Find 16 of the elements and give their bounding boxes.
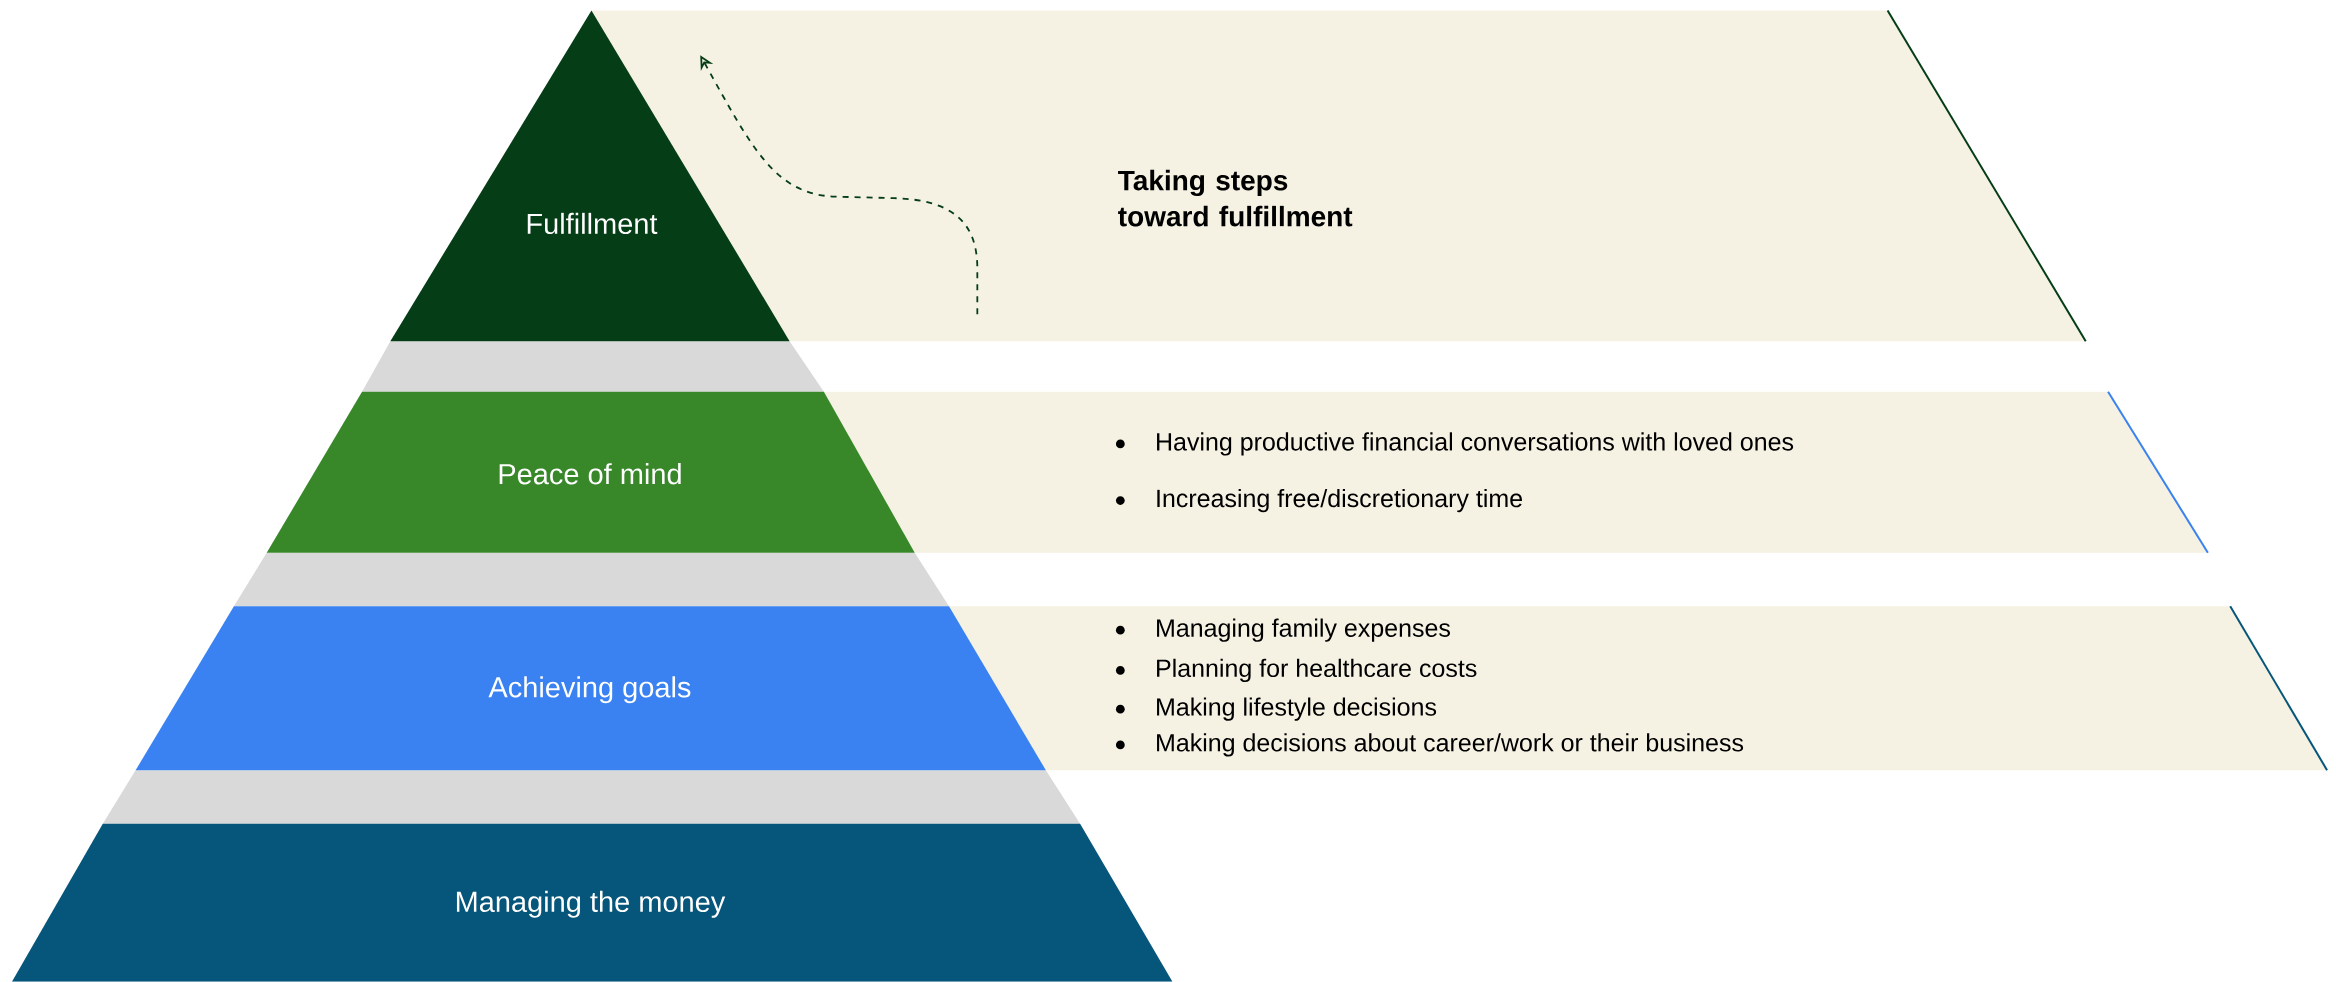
bullet-item: Making decisions about career/work or their business bbox=[1157, 733, 1744, 757]
pyramid-layer: Fulfillment bbox=[390, 10, 790, 342]
connector-band bbox=[102, 770, 1081, 824]
bullet-item: Increasing free/discretionary time bbox=[1157, 489, 1522, 513]
bullet-item: Managing family expenses bbox=[1157, 618, 1450, 642]
pyramid-layer: Managing the money bbox=[11, 823, 1173, 982]
pyramid-layer: Peace of mind bbox=[266, 391, 915, 553]
heading: Taking steps toward fulfillment bbox=[1118, 169, 1353, 227]
connector-band bbox=[362, 341, 824, 392]
bullet-item: Making lifestyle decisions bbox=[1157, 697, 1437, 721]
text-band bbox=[949, 605, 2329, 772]
bullet-item: Planning for healthcare costs bbox=[1157, 658, 1477, 683]
bullet-item: Having productive financial conversations with loved ones bbox=[1157, 432, 1794, 456]
pyramid-layer: Achieving goals bbox=[135, 606, 1046, 771]
text-band bbox=[823, 390, 2209, 554]
connector-band bbox=[233, 552, 949, 607]
